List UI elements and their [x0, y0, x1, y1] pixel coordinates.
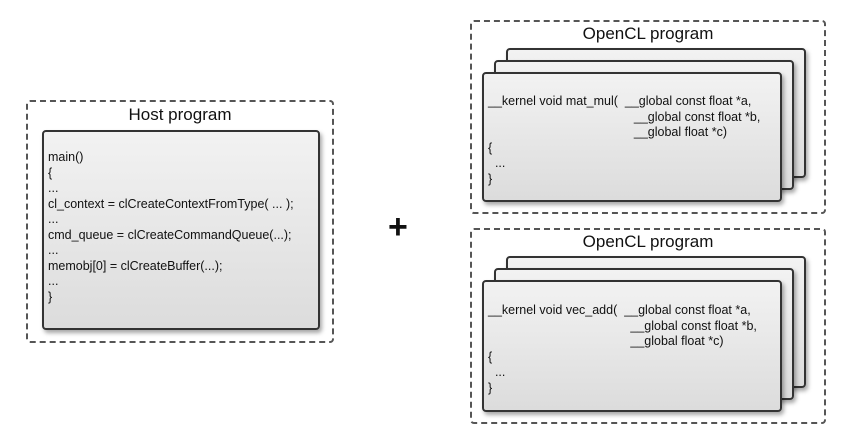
vec-add-kernel-code: __kernel void vec_add( __global const fl… [488, 303, 757, 395]
host-program-title: Host program [128, 105, 232, 124]
mat-mul-kernel-code: __kernel void mat_mul( __global const fl… [488, 94, 761, 186]
vec-add-kernel-card: __kernel void vec_add( __global const fl… [482, 280, 782, 412]
mat-mul-kernel-card: __kernel void mat_mul( __global const fl… [482, 72, 782, 202]
opencl-program-title-bottom: OpenCL program [582, 232, 714, 251]
opencl-program-title-top: OpenCL program [582, 24, 714, 43]
plus-sign: + [388, 208, 408, 246]
host-program-frame: Host program main() { ... cl_context = c… [26, 100, 334, 343]
host-program-card: main() { ... cl_context = clCreateContex… [42, 130, 320, 330]
host-program-code: main() { ... cl_context = clCreateContex… [48, 150, 294, 304]
opencl-program-frame-bottom: OpenCL program __kernel void vec_add( __… [470, 228, 826, 424]
opencl-program-frame-top: OpenCL program __kernel void mat_mul( __… [470, 20, 826, 214]
